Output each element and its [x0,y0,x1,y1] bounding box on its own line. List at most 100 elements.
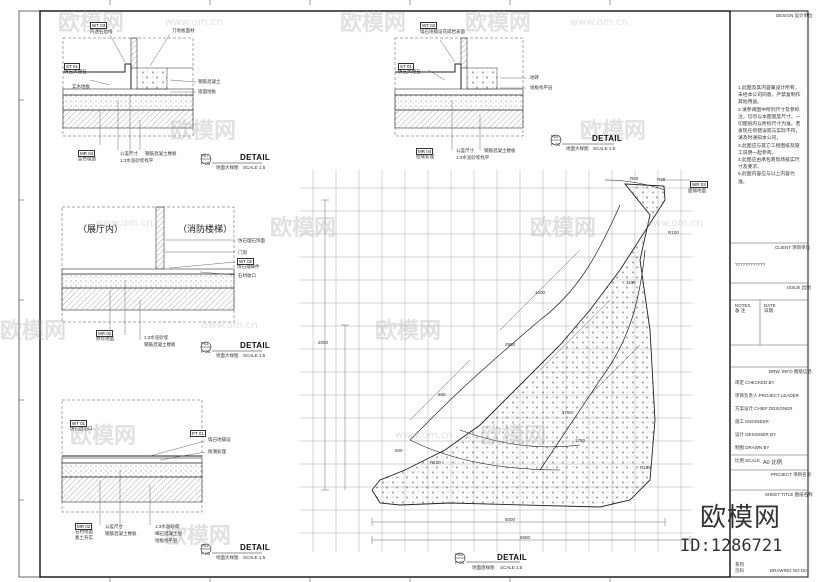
tb-notes: 1.此图及其内容属设计所有，未经本公司同意，严禁复制作其他用途。 2.请参阅图中… [738,85,804,186]
d4-label: 防潮处理 [208,449,226,454]
d2-tag-mr: MR 04 [416,148,434,155]
d5-dim: 5000 [505,517,516,522]
d5-dim: 2900 [505,342,516,347]
d4-label: 墙石地铺设 [208,437,231,442]
d5-title: DETAIL [497,553,528,562]
d1-label: 钢筋混凝土 [198,79,221,84]
d1-label: 1:3水泥砂浆找平 [120,158,154,163]
d3-marker-top: F01 [201,341,209,346]
detail-1-section [62,33,262,165]
tb-client-value: ???????????? [735,262,766,267]
d4-marker-bottom: F-01 [201,551,211,556]
d5-scale: SCALE 1:5 [500,565,523,570]
tb-drawing-no: DRAWING NO D01 [770,568,810,573]
tb-design: DESIGN 设计单位 [776,13,813,18]
d3-label: 石材收口 [238,273,256,278]
d2-tag-st: ST 01 [398,63,414,70]
d3-marker-bottom: F-01 [201,349,211,354]
d3-subtitle: 地面大样图 [216,353,239,358]
d4-label: 细石混凝土层 [155,531,182,536]
d2-label: 墙石地铺设花岗岩表面 [420,29,465,34]
tb-project: PROJECT 项目名称 [771,472,812,477]
d4-label: 1:3水泥砂浆 [155,524,180,529]
d2-label: 钢筋混凝土楼板 [484,148,516,153]
tb-issue: ISSUE 出图 [787,285,811,290]
d3-label: 门洞 [238,250,247,255]
d1-marker-bottom: F-01 [201,161,211,166]
tb-chief: 方案设计 CHIEF DESIGNER [735,406,793,411]
d3-label: 原有地面 [96,336,114,341]
tb-series: 系列 [735,562,744,567]
d5-dim: 1750 [575,438,586,443]
d5-dim: 5600 [520,535,531,540]
d3-room-left: （展厅内） [78,225,124,235]
d1-marker-top: F07 [201,153,209,158]
detail-4-section [61,399,262,555]
tb-scale-value: A0 比例 [763,460,783,466]
d4-title: DETAIL [240,543,271,552]
detail-5-dimensions [321,179,691,544]
d3-title: DETAIL [240,341,271,350]
d1-tag-wt: WT 03 [90,22,108,29]
d5-subtitle: 地面放样图 [472,565,495,570]
d4-label: 素土夯实 [75,535,93,540]
d1-label: 墙面地板 [198,89,216,94]
d5-dim: 1600 [535,290,546,295]
tb-note-item: 1.此图及其内容属设计所有，未经本公司同意，严禁复制作其他用途。 [738,86,801,106]
detail-2-section [394,37,614,150]
d4-label: 石材地面 [75,529,93,534]
d4-label: 公差尺寸 [105,524,123,529]
d2-tag-wt: WT 02 [420,22,438,29]
d1-label: 钢筋混凝土楼板 [145,151,177,156]
d3-tag-mr: MR 02 [96,330,114,337]
tb-drw-info: DRW. INFO 图纸信息 [769,369,812,374]
d2-scale: SCALE 1:5 [593,146,616,151]
d4-label: 地板找平层 [155,538,178,543]
tb-note-item: 4.此图应由承包商现场核实尺寸及要求。 [738,158,800,171]
d2-label: 密缝处理 [416,154,434,159]
d4-tag-mr: MR 02 [75,523,93,530]
d5-dim: 600 [438,392,446,397]
d2-label: 仿石大理石 [398,69,421,74]
d1-label: 内透石边线 [90,29,113,34]
d4-subtitle: 地面大样图 [216,555,239,560]
d2-label: 地砖 [530,75,539,80]
d1-label: 刀地板面材 [172,28,195,33]
d3-label: 1:3水泥砂浆 [144,335,169,340]
d2-label: 公差尺寸 [456,148,474,153]
d1-label: 公差尺寸 [120,151,138,156]
d5-marker-bottom: F-01 [455,560,465,565]
d5-dim: 1750 [562,410,573,415]
d2-marker-bottom: F-01 [551,142,561,147]
d4-tag-pt: PT 01 [190,430,206,437]
d5-dim: R30 [657,177,666,182]
tb-designer: 设计 DESIGNER BY [735,432,777,437]
detail-5-path [371,179,666,508]
tb-note-item: 3.此图应与其它工程图纸及施工说明一起参阅。 [738,143,800,156]
d5-dim: 2000 [318,340,329,345]
d5-dim: R100 [640,465,651,470]
brand-id: ID:1286721 [680,536,783,556]
d1-label: 蓝色理面 [78,156,96,161]
tb-drawn: 制图 DRAWN BY [735,445,770,450]
d2-title: DETAIL [592,134,623,143]
d1-tag-st: ST 01 [64,63,80,70]
d1-title: DETAIL [240,153,271,162]
d2-label: 1:3水泥砂浆找平 [456,155,490,160]
d2-subtitle: 地面大样图 [566,146,589,151]
d5-marker-top: F05 [455,552,463,557]
d5-dim: R100 [430,460,441,465]
d3-scale: SCALE 1:5 [243,353,266,358]
d1-scale: SCALE 1:5 [243,165,266,170]
d1-label: 实木地板 [72,84,90,89]
d5-dim: R100 [668,230,679,235]
tb-engineer: 施工 ENGINEER [735,419,769,424]
tb-client: CLIENT 项目单位 [775,245,811,250]
tb-page: 页码 [735,568,744,573]
brand-logo-text: 欧模网 [700,503,782,533]
tb-date-label: DATE [764,303,776,308]
d4-scale: SCALE 1:5 [243,555,266,560]
tb-checked: 审定 CHECKED BY [735,380,775,385]
tb-sheet-title: SHEET TITLE 图纸名称 [765,492,813,497]
